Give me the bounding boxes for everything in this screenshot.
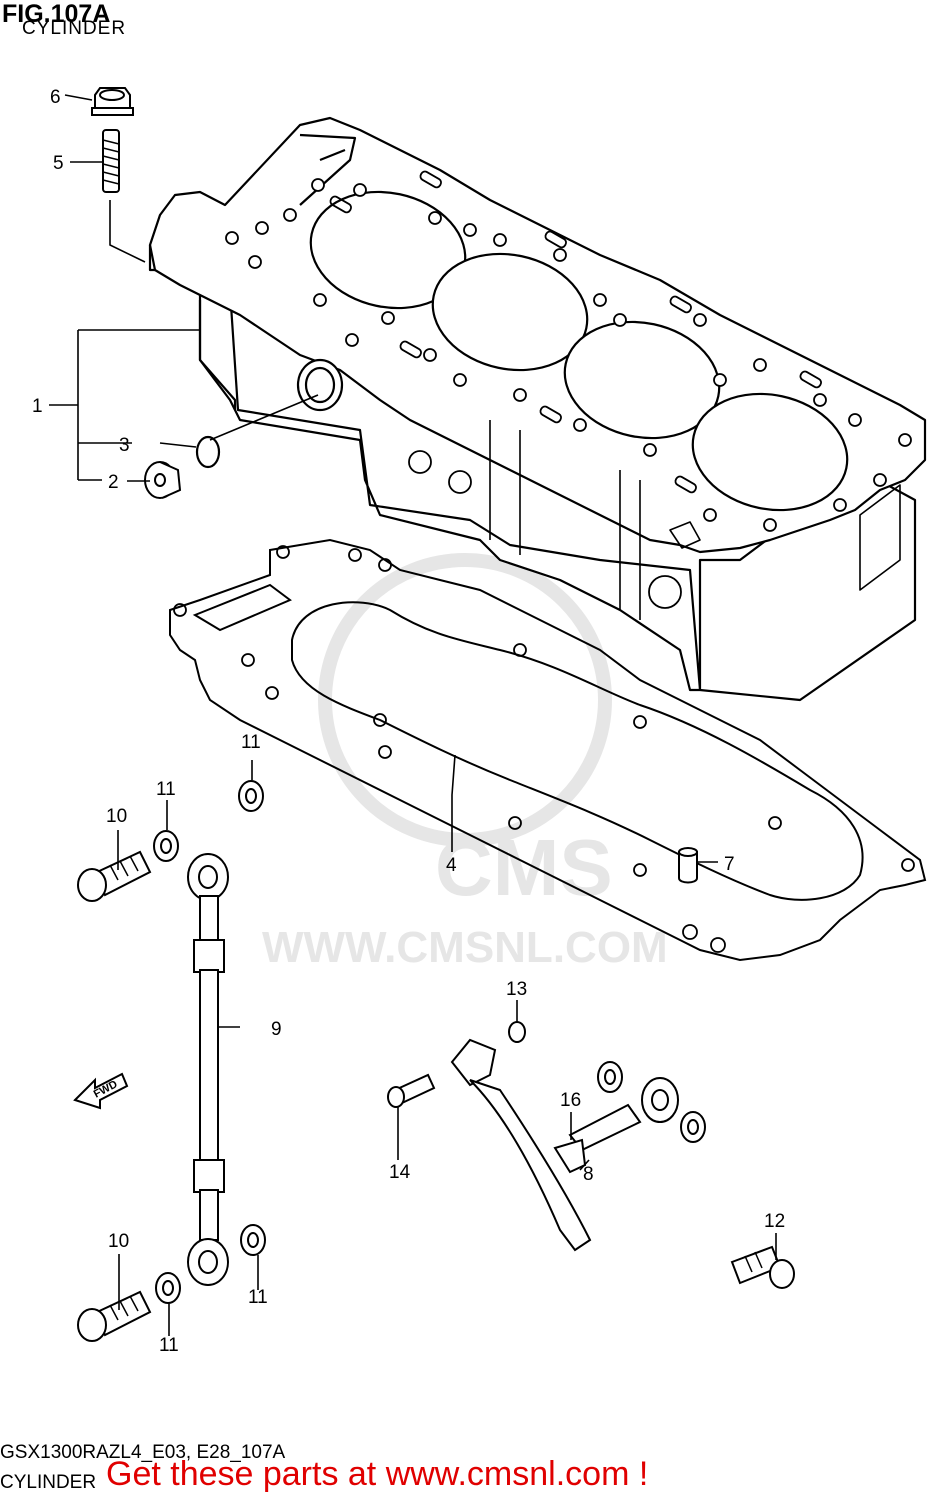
- callout-4: 4: [446, 855, 457, 876]
- callout-13: 13: [506, 979, 527, 1000]
- callout-6: 6: [50, 87, 61, 108]
- callout-7: 7: [724, 854, 735, 875]
- cylinder-gasket: [169, 538, 927, 962]
- small-o-ring: [508, 1021, 526, 1043]
- o-ring: [195, 435, 221, 469]
- callout-11-c: 11: [248, 1287, 268, 1308]
- leader-lines: [49, 94, 777, 1336]
- oil-hose: [187, 853, 229, 1286]
- callout-2: 2: [108, 472, 119, 493]
- callout-5: 5: [53, 153, 64, 174]
- callout-11-b: 11: [156, 779, 176, 800]
- washer-group: [153, 780, 706, 1304]
- section-name: CYLINDER: [0, 1472, 97, 1493]
- watermark-brand: CMS: [435, 823, 613, 912]
- stud-bolt: [102, 129, 120, 193]
- callout-8: 8: [583, 1164, 594, 1185]
- plug-bolt: [144, 461, 182, 499]
- figure-subtitle: CYLINDER: [22, 18, 127, 39]
- callout-9: 9: [271, 1019, 282, 1040]
- nut: [91, 87, 134, 116]
- callout-numbers: 1 2 3 4 5 6 7 8 9 10 10 11 11 11 11 12 1…: [32, 87, 785, 1356]
- callout-10-lower: 10: [108, 1231, 129, 1252]
- oil-pipe: [450, 1038, 679, 1252]
- callout-12: 12: [764, 1211, 785, 1232]
- callout-14: 14: [389, 1162, 411, 1183]
- watermark-url: WWW.CMSNL.COM: [262, 923, 668, 972]
- cylinder-block: [148, 116, 927, 702]
- union-bolt-upper: [77, 850, 152, 902]
- figure-title: FIG.107A: [2, 0, 111, 28]
- forward-arrow-icon: FWD: [73, 1072, 129, 1110]
- cms-watermark: CMS WWW.CMSNL.COM: [262, 553, 668, 972]
- union-bolt-right: [730, 1245, 795, 1289]
- flange-bolt: [387, 1073, 436, 1108]
- model-code: GSX1300RAZL4_E03, E28_107A: [0, 1442, 286, 1463]
- callout-11-a: 11: [241, 732, 261, 753]
- callout-3: 3: [119, 435, 130, 456]
- union-bolt-lower: [77, 1290, 152, 1342]
- callout-16: 16: [560, 1090, 581, 1111]
- promo-link[interactable]: Get these parts at www.cmsnl.com !: [106, 1455, 649, 1493]
- dowel-pin: [678, 847, 698, 884]
- callout-1: 1: [32, 396, 43, 417]
- callout-10-upper: 10: [106, 806, 127, 827]
- callout-11-d: 11: [159, 1335, 179, 1356]
